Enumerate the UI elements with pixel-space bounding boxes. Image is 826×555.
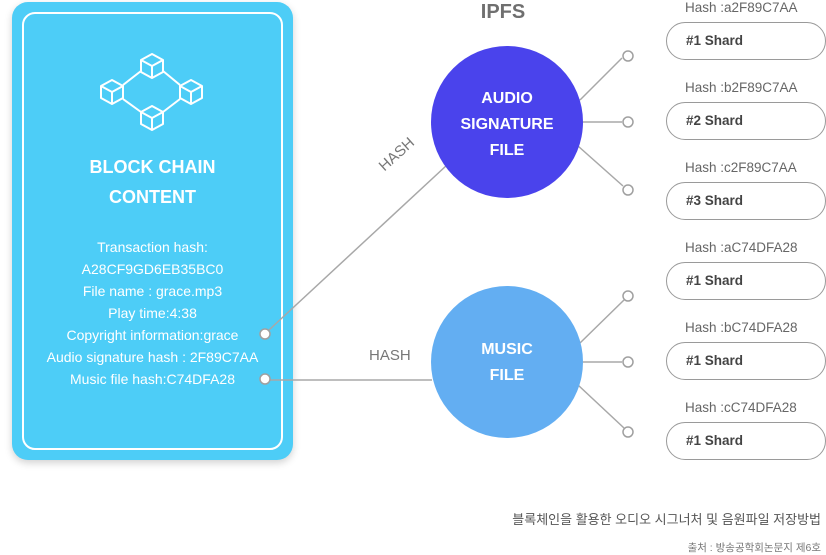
port-music-shard2 bbox=[622, 356, 634, 368]
figure-source: 출처 : 방송공학회논문지 제6호 bbox=[687, 542, 821, 554]
shard-hash: Hash :c2F89C7AA bbox=[685, 160, 797, 175]
shard-hash: Hash :cC74DFA28 bbox=[685, 400, 797, 415]
port-audio-shard1 bbox=[622, 50, 634, 62]
audio-node-line1: AUDIO bbox=[481, 90, 533, 107]
audio-signature-node bbox=[431, 46, 583, 198]
music-node-label: MUSIC FILE bbox=[431, 337, 583, 389]
edge-music-shard3 bbox=[577, 384, 625, 429]
transaction-hash-label: Transaction hash: bbox=[97, 239, 208, 255]
ipfs-title: IPFS bbox=[480, 1, 526, 23]
audio-node-line3: FILE bbox=[489, 142, 525, 159]
audio-signature-hash: Audio signature hash : 2F89C7AA bbox=[46, 349, 259, 365]
shard-box: #1 Shard bbox=[666, 22, 826, 60]
file-name: File name : grace.mp3 bbox=[82, 283, 223, 299]
port-audio-shard2 bbox=[622, 116, 634, 128]
shard-box: #1 Shard bbox=[666, 262, 826, 300]
music-node-line2: FILE bbox=[489, 367, 525, 384]
audio-node-line2: SIGNATURE bbox=[460, 116, 554, 133]
port-music-shard1 bbox=[622, 290, 634, 302]
card-title-line1: BLOCK CHAIN bbox=[89, 157, 216, 177]
music-file-hash: Music file hash:C74DFA28 bbox=[70, 371, 235, 387]
port-copyright bbox=[259, 328, 271, 340]
edge-music-shard1 bbox=[579, 299, 625, 344]
audio-node-label: AUDIO SIGNATURE FILE bbox=[431, 86, 583, 164]
shard-hash: Hash :bC74DFA28 bbox=[685, 320, 798, 335]
port-music-shard3 bbox=[622, 426, 634, 438]
card-inner-border bbox=[22, 12, 283, 450]
blockchain-icon bbox=[100, 53, 203, 131]
shard-hash: Hash :aC74DFA28 bbox=[685, 240, 798, 255]
shard-box: #1 Shard bbox=[666, 422, 826, 460]
shard-hash: Hash :b2F89C7AA bbox=[685, 80, 798, 95]
shard-hash: Hash :a2F89C7AA bbox=[685, 0, 798, 15]
copyright-info: Copyright information:grace bbox=[66, 327, 239, 343]
card-info: Transaction hash: A28CF9GD6EB35BC0 File … bbox=[22, 236, 283, 390]
edge-copyright-to-audio bbox=[268, 164, 448, 331]
shard-box: #3 Shard bbox=[666, 182, 826, 220]
edge-audio-shard1 bbox=[579, 57, 623, 101]
card-title-line2: CONTENT bbox=[109, 187, 196, 207]
music-node-line1: MUSIC bbox=[481, 341, 533, 358]
figure-caption: 블록체인을 활용한 오디오 시그너처 및 음원파일 저장방법 bbox=[512, 512, 821, 527]
transaction-hash-value: A28CF9GD6EB35BC0 bbox=[81, 261, 224, 277]
card-title: BLOCK CHAIN CONTENT bbox=[22, 152, 283, 212]
edge-audio-shard3 bbox=[577, 145, 624, 187]
edge-label-music: HASH bbox=[369, 347, 411, 364]
music-file-node bbox=[431, 286, 583, 438]
play-time: Play time:4:38 bbox=[108, 305, 197, 321]
shard-box: #1 Shard bbox=[666, 342, 826, 380]
shard-box: #2 Shard bbox=[666, 102, 826, 140]
port-music-hash bbox=[259, 373, 271, 385]
port-audio-shard3 bbox=[622, 184, 634, 196]
